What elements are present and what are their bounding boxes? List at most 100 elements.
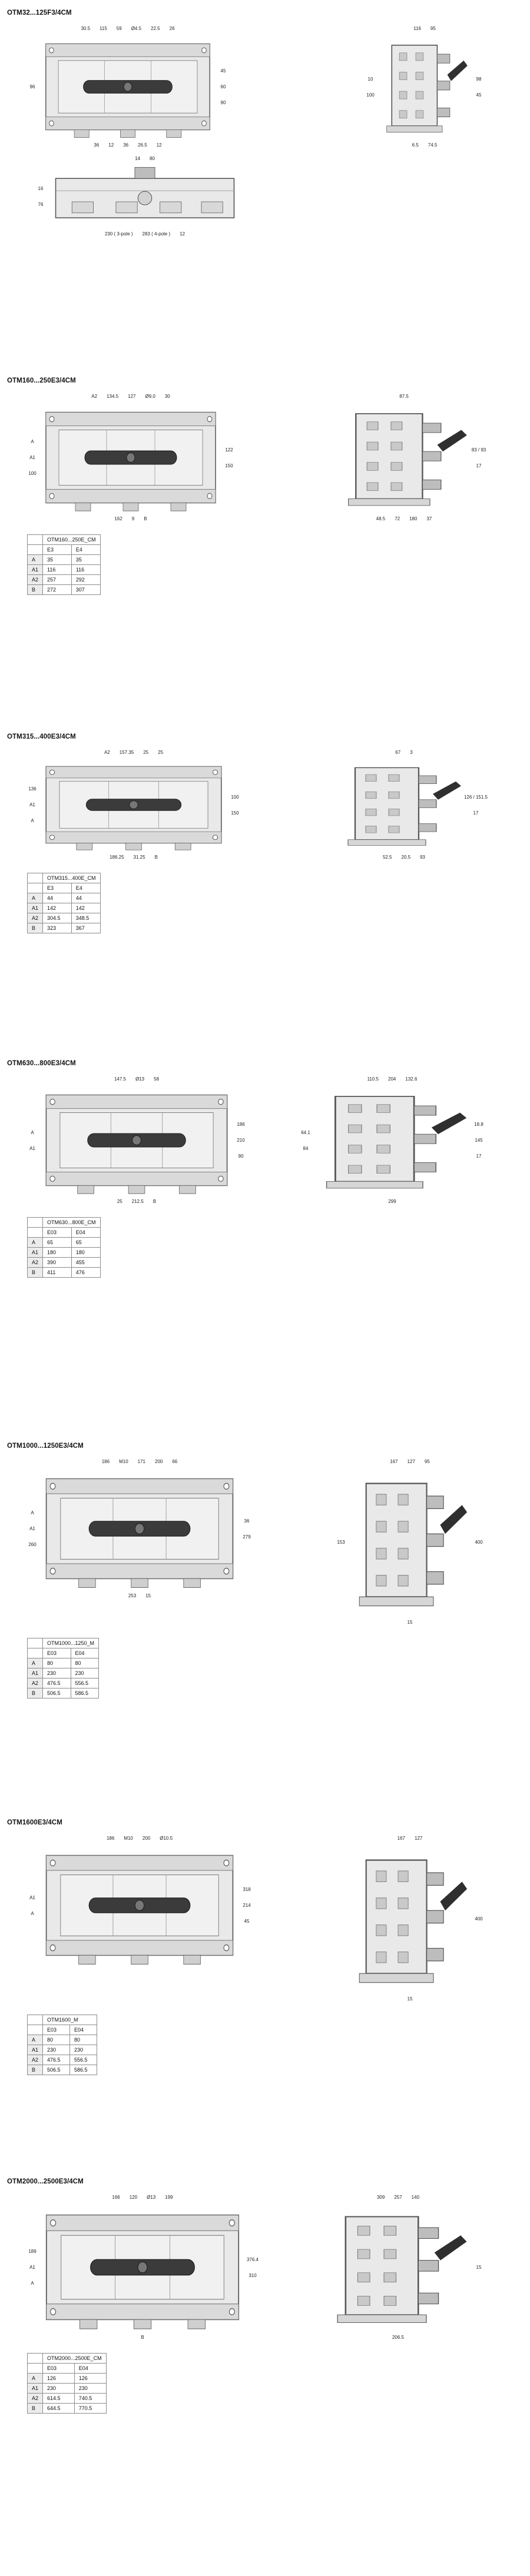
dim-label: 212.5	[131, 1199, 144, 1204]
dimension-value: 272	[42, 584, 72, 595]
dimension-value: 644.5	[42, 2403, 75, 2414]
dim-label: 166	[112, 2195, 120, 2200]
dim-label: 15	[476, 2265, 482, 2270]
corner-cell	[26, 2025, 44, 2035]
dimension-value: 304.5	[42, 913, 72, 923]
dim-label: 17	[473, 810, 479, 816]
corner-cell	[26, 873, 44, 883]
dim-label: 400	[475, 1539, 483, 1545]
dim-label: 58	[154, 1076, 160, 1082]
dim-label: 60	[220, 84, 226, 89]
corner-cell	[26, 1227, 44, 1238]
row-label: A	[26, 1658, 44, 1668]
dimension-labels-right: 400	[469, 1916, 489, 1922]
dim-label: 116	[413, 26, 421, 31]
dimension-value: 180	[42, 1247, 72, 1258]
dim-label: A2	[104, 750, 110, 755]
dimension-labels-bottom: 206.5	[390, 2334, 406, 2341]
dim-label: 15	[407, 1996, 413, 2002]
table-title-row: OTM630...800E_CM	[26, 1217, 101, 1228]
front-view-drawing	[42, 1465, 237, 1592]
dim-label: 157.35	[119, 750, 134, 755]
row-label: A2	[26, 1678, 44, 1688]
dimension-labels-bottom: 15	[405, 1995, 415, 2003]
dim-label: 83 / 93	[471, 447, 486, 453]
dim-label: 26	[169, 26, 175, 31]
column-header: E03	[42, 1648, 71, 1658]
dim-label: 100	[366, 92, 375, 98]
corner-cell	[26, 2015, 44, 2025]
dim-label: 52.5	[382, 855, 392, 860]
table-title: OTM315...400E_CM	[42, 873, 101, 883]
dim-label: Ø4.5	[131, 26, 142, 31]
dim-label: 15	[407, 1620, 413, 1625]
bottom-view-drawing	[51, 162, 239, 230]
table-title: OTM1000...1250_M	[42, 1638, 100, 1648]
dim-label: 80	[150, 156, 155, 161]
dimension-value: 230	[42, 1668, 71, 1678]
dim-label: 15	[145, 1593, 151, 1598]
dim-label: 199	[165, 2195, 173, 2200]
dimension-value: 348.5	[71, 913, 101, 923]
dim-label: A	[31, 1510, 34, 1515]
dimension-value: 411	[42, 1267, 72, 1278]
dimension-value: 116	[71, 564, 101, 575]
dim-label: 147.5	[114, 1076, 126, 1082]
dim-label: 257	[394, 2195, 402, 2200]
dimension-labels-bottom: 230 ( 3-pole )283 ( 4-pole )12	[102, 230, 187, 238]
dimension-labels-bottom: 15	[405, 1618, 415, 1626]
dimension-value: 770.5	[74, 2403, 107, 2414]
row-label: A1	[26, 2383, 44, 2394]
dim-label: 30	[164, 394, 170, 399]
dim-label: 186	[106, 1836, 115, 1841]
dimension-labels-bottom: 253 15	[126, 1592, 153, 1600]
dim-label: 36	[94, 142, 100, 148]
dimension-value: 614.5	[42, 2393, 75, 2404]
dim-label: A1	[29, 1526, 35, 1531]
row-label: A2	[26, 2393, 44, 2404]
dimension-value: 180	[71, 1247, 101, 1258]
dimension-value: 390	[42, 1257, 72, 1268]
dimension-value: 44	[71, 893, 101, 903]
dim-label: B	[154, 855, 158, 860]
dim-label: 186	[237, 1122, 245, 1127]
dim-label: 189	[28, 2249, 37, 2254]
dim-label: 310	[249, 2272, 257, 2278]
dim-label: M10	[119, 1459, 128, 1464]
corner-cell	[26, 2353, 44, 2364]
dim-label: 12	[108, 142, 114, 148]
row-label: A	[26, 2373, 44, 2384]
dim-label: 253	[128, 1593, 137, 1598]
dim-label: 48.5	[376, 516, 386, 521]
dim-label: 98	[476, 76, 482, 82]
side-view-drawing	[339, 756, 463, 853]
dim-label: 110.5	[367, 1076, 379, 1082]
